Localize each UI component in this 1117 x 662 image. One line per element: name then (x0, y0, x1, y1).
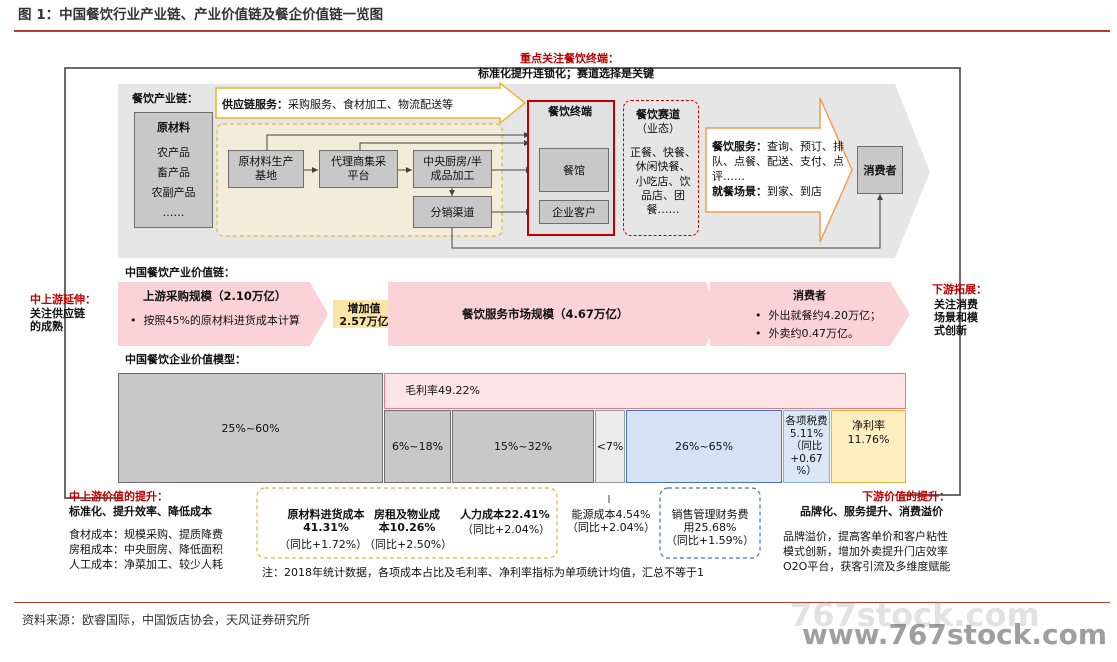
terminal-title: 餐饮终端 (548, 105, 592, 118)
vc-consumer-note: • 外卖约0.47万亿。 (755, 327, 859, 340)
title-underline (14, 30, 1110, 32)
services-items: 查询、预订、排队、点餐、配送、支付、点评…… (712, 140, 844, 183)
cost-rent-title: 房租及物业成 本10.26% (374, 508, 440, 535)
upstream-note: • 按照45%的原材料进货成本计算 (130, 314, 300, 327)
figure-title: 图 1：中国餐饮行业产业链、产业价值链及餐企价值链一览图 (18, 7, 384, 23)
raw-item: 畜产品 (157, 166, 190, 179)
upstream-note-text: 按照45%的原材料进货成本计算 (143, 314, 300, 327)
model-cell-labor: 15%~32% (452, 410, 594, 483)
energy-cost: 能源成本4.54% （同比+2.04%） (566, 508, 656, 535)
upstream-arrow (118, 282, 328, 346)
bottom-left-red: 中上游价值的提升： (69, 490, 168, 503)
track-title: 餐饮赛道 (636, 108, 680, 121)
right-side-red: 下游拓展： (932, 283, 987, 296)
left-side-red: 中上游延伸： (30, 293, 96, 306)
cost-raw-title: 原材料进货成本 41.31% (287, 508, 365, 535)
vc-consumer-note-2: 外卖约0.47万亿。 (768, 327, 859, 340)
model-heading: 中国餐饮企业价值模型： (125, 353, 246, 366)
chain-heading: 餐饮产业链： (132, 92, 198, 105)
raw-materials-title: 原材料 (157, 121, 190, 134)
footnote: 注：2018年统计数据，各项成本占比及毛利率、净利率指标为单项统计均值，汇总不等… (262, 566, 704, 579)
scene-items: 到家、到店 (767, 184, 822, 198)
bottom-left-line: 房租成本：中央厨房、降低面积 (69, 543, 223, 556)
model-cell-sales: 26%~65% (626, 410, 782, 483)
model-cell-tax: 各项税费 5.11% （同比 +0.67 %） (783, 410, 830, 483)
raw-materials-box: 原材料 农产品 畜产品 农副产品 …… (134, 112, 213, 228)
scene-label: 就餐场景： (712, 184, 767, 198)
right-side-text: 关注消费 场景和模 式创新 (934, 298, 978, 338)
cost-group (256, 487, 558, 559)
supply-service-text: 供应链服务：采购服务、食材加工、物流配送等 (222, 98, 453, 111)
raw-item: 农副产品 (151, 186, 196, 199)
outer-frame (64, 67, 961, 499)
services-label: 餐饮服务： (712, 140, 767, 153)
track-box (623, 100, 699, 236)
node-kitchen: 中央厨房/半 成品加工 (413, 150, 492, 188)
added-arrow (333, 300, 398, 328)
top-label-red: 重点关注餐饮终端： (520, 52, 619, 65)
bottom-left-bold: 标准化、提升效率、降低成本 (69, 505, 212, 518)
bottom-right-red: 下游价值的提升： (862, 490, 950, 503)
gross-margin-box (384, 373, 906, 409)
supply-text: 采购服务、食材加工、物流配送等 (288, 98, 453, 111)
top-label-text: 标准化提升连锁化；赛道选择是关键 (478, 67, 654, 80)
upstream-title: 上游采购规模（2.10万亿） (143, 289, 287, 303)
track-sub: （业态） (636, 122, 680, 135)
sales-cost: 销售管理财务费 用25.68% （同比+1.59%） (665, 508, 755, 548)
added-value: 增加值 2.57万亿 (339, 302, 389, 329)
watermark-bottom: www.767stock.com (802, 618, 1108, 651)
model-cell-rent: 6%~18% (384, 410, 451, 483)
bottom-right-bold: 品牌化、服务提升、消费溢价 (800, 505, 943, 518)
node-channel: 分销渠道 (413, 196, 492, 228)
raw-item: 农产品 (157, 146, 190, 159)
model-cell-energy: <7% (595, 410, 625, 483)
cost-rent-yoy: （同比+2.50%） (364, 538, 453, 551)
vc-consumer-title: 消费者 (793, 289, 826, 302)
terminal-enterprise: 企业客户 (539, 200, 609, 224)
market-size: 餐饮服务市场规模（4.67万亿） (462, 307, 629, 321)
watermark-top: 767stock.com (790, 596, 1040, 634)
cost-raw-yoy: （同比+1.72%） (279, 538, 368, 551)
services-text: 餐饮服务：查询、预订、排队、点餐、配送、支付、点评…… 就餐场景：到家、到店 (712, 140, 846, 199)
consumer-arrow (710, 282, 910, 346)
services-arrow (705, 97, 853, 243)
source-divider (14, 602, 1110, 603)
cost-labor-yoy: （同比+2.04%） (462, 523, 551, 536)
model-cell-raw: 25%~60% (118, 373, 383, 483)
market-arrow (388, 282, 720, 346)
supply-arrow (215, 81, 527, 125)
node-agent: 代理商集采 平台 (319, 150, 398, 188)
source: 资料来源：欧睿国际，中国饭店协会，天风证券研究所 (22, 613, 311, 627)
left-side-text: 关注供应链 的成熟 (30, 307, 85, 334)
raw-item: …… (162, 206, 185, 219)
node-base: 原材料生产 基地 (228, 150, 304, 188)
bottom-right-line: 品牌溢价，提高客单价和客户粘性 (783, 530, 948, 543)
value-chain-heading: 中国餐饮产业价值链： (125, 266, 235, 279)
bottom-right-line: O2O平台，获客引流及多维度赋能 (783, 560, 951, 573)
bottom-left-line: 人工成本：净菜加工、较少人耗 (69, 558, 223, 571)
consumer-box: 消费者 (857, 146, 903, 194)
bottom-right-line: 模式创新，增加外卖提升门店效率 (783, 545, 948, 558)
vc-consumer-note-1: 外出就餐约4.20万亿； (768, 309, 881, 322)
bottom-left-line: 食材成本：规模采购、提质降费 (69, 528, 223, 541)
supply-label: 供应链服务： (222, 98, 288, 111)
model-cell-net: 净利率 11.76% (831, 410, 906, 483)
cost-labor-title: 人力成本22.41% (460, 508, 550, 521)
terminal-restaurant: 餐馆 (539, 148, 609, 192)
sales-group (659, 487, 761, 559)
gross-margin-text: 毛利率49.22% (405, 384, 480, 397)
track-text: 正餐、快餐、 休闲快餐、 小吃店、饮 品店、团 餐…… (630, 146, 696, 217)
vc-consumer-note: • 外出就餐约4.20万亿； (755, 309, 881, 322)
